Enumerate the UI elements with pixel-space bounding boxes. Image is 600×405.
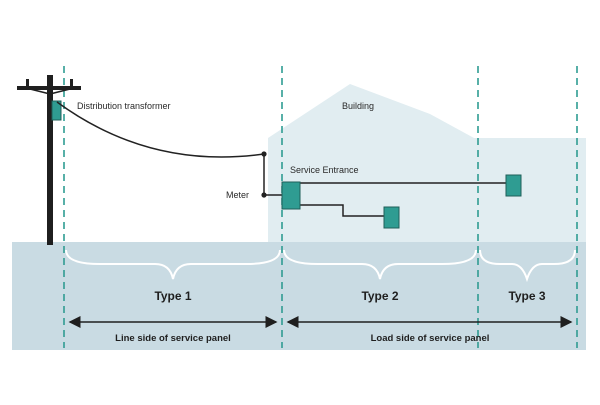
transformer-icon bbox=[51, 100, 62, 121]
branch-wire bbox=[300, 204, 384, 217]
brace-type-1 bbox=[65, 249, 281, 280]
service-entrance-label: Service Entrance bbox=[290, 165, 359, 175]
meter-node bbox=[261, 192, 267, 198]
transformer-label: Distribution transformer bbox=[77, 101, 171, 111]
type-1-label: Type 1 bbox=[154, 289, 191, 303]
service-drop-wire bbox=[56, 101, 265, 158]
service-panel-icon bbox=[281, 181, 301, 210]
utility-pole-icon bbox=[17, 75, 81, 245]
building-label: Building bbox=[342, 101, 374, 111]
type-3-label: Type 3 bbox=[508, 289, 545, 303]
load-box-icon bbox=[383, 206, 400, 229]
load-side-label: Load side of service panel bbox=[371, 333, 490, 344]
zone-dividers bbox=[63, 66, 578, 348]
ground-band bbox=[12, 242, 586, 350]
building-silhouette bbox=[268, 84, 586, 242]
load-box-icon bbox=[505, 174, 522, 197]
meter-label: Meter bbox=[226, 190, 249, 200]
type-2-label: Type 2 bbox=[361, 289, 398, 303]
line-side-label: Line side of service panel bbox=[115, 333, 231, 344]
brace-type-2 bbox=[283, 249, 477, 280]
wiring bbox=[56, 101, 506, 217]
brace-type-3 bbox=[479, 249, 576, 283]
brace-icon bbox=[65, 249, 576, 283]
service-drop-node bbox=[261, 151, 267, 157]
